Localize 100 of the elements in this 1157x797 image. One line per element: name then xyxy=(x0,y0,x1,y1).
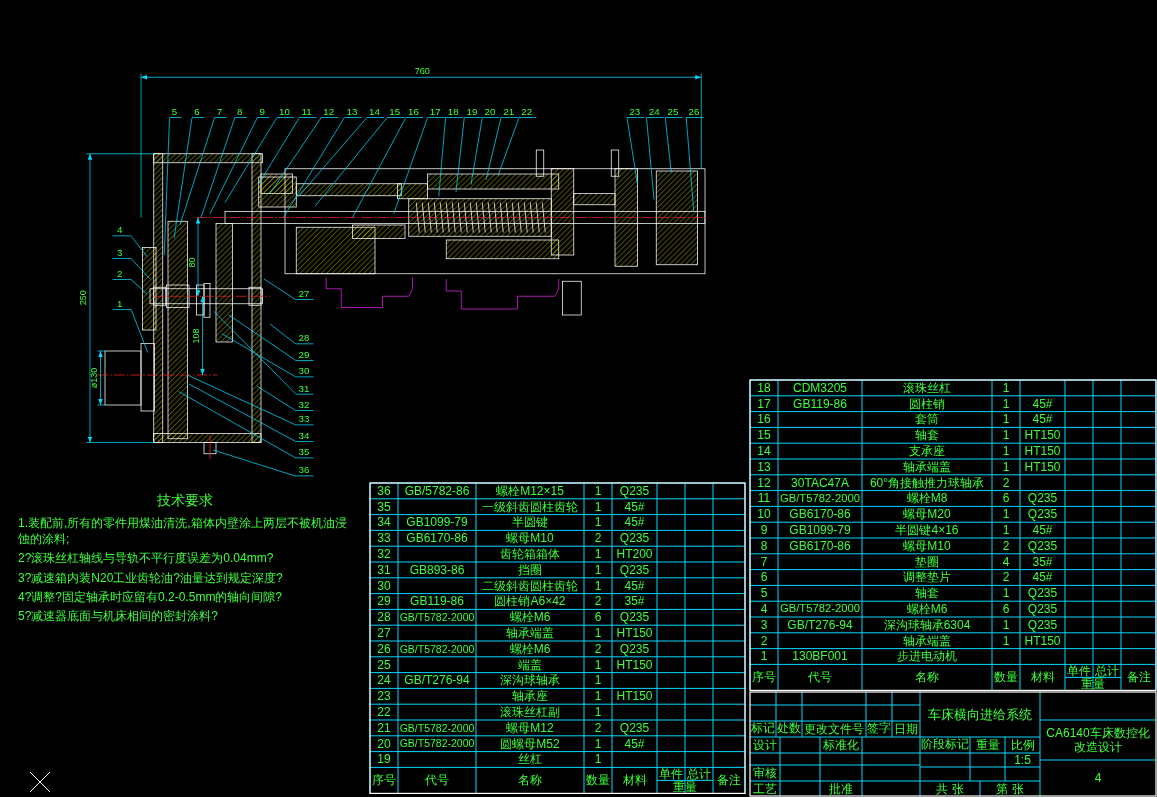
table-cell: 22 xyxy=(377,706,391,719)
table-cell: 圆柱销A6×42 xyxy=(494,595,566,608)
table-cell: 名称 xyxy=(518,774,542,787)
note-text: 3?减速箱内装N20工业齿轮油?油量达到规定深度? xyxy=(18,569,284,586)
note-text: 4?调整?固定轴承时应留有0.2-0.5mm的轴向间隙? xyxy=(18,588,284,605)
table-cell: 60°角接触推力球轴承 xyxy=(869,476,985,489)
table-cell: 17 xyxy=(757,397,771,410)
table-cell: 1 xyxy=(594,627,602,640)
table-cell: 130BF001 xyxy=(792,650,848,663)
table-cell: 支承座 xyxy=(909,445,945,458)
table-cell: 标准化 xyxy=(823,739,859,751)
table-cell: 垫圈 xyxy=(915,555,939,568)
table-cell: 齿轮箱箱体 xyxy=(500,548,560,561)
table-cell: 1 xyxy=(594,563,602,576)
callout-number: 26 xyxy=(686,106,704,118)
table-cell: 轴套 xyxy=(915,587,939,600)
table-cell: 2 xyxy=(1002,539,1010,552)
table-cell: 31 xyxy=(377,563,391,576)
table-cell: 螺栓M6 xyxy=(509,611,551,624)
table-cell: 螺母M20 xyxy=(903,508,951,521)
callout-number: 17 xyxy=(427,106,446,118)
table-cell: 日期 xyxy=(894,723,918,735)
table-cell: 半圆键4×16 xyxy=(895,524,959,537)
table-cell: 签字 xyxy=(867,723,891,735)
table-cell: 21 xyxy=(377,721,391,734)
table-cell: 二级斜齿圆柱齿轮 xyxy=(482,579,578,592)
note-text: 1.装配前,所有的零件用煤油清洗,箱体内壁涂上两层不被机油浸蚀的涂料; xyxy=(18,515,348,548)
table-cell: 19 xyxy=(377,753,391,766)
table-cell: 螺栓M6 xyxy=(906,603,948,616)
table-cell: 螺母M10 xyxy=(506,532,554,545)
table-cell: 备注 xyxy=(717,774,741,787)
table-cell: 1 xyxy=(594,690,602,703)
table-cell: Q235 xyxy=(1027,492,1058,505)
callout-number: 13 xyxy=(344,106,362,118)
table-cell: HT150 xyxy=(616,690,653,703)
table-cell: 单件 xyxy=(1067,664,1091,677)
callout-number: 12 xyxy=(321,106,339,118)
table-cell: 重量 xyxy=(975,739,1000,751)
table-cell: 深沟球轴承 xyxy=(500,674,560,687)
table-cell: 35 xyxy=(377,500,391,513)
table-cell: HT150 xyxy=(616,627,653,640)
table-cell: 1 xyxy=(1002,587,1010,600)
callout-number: 6 xyxy=(192,106,205,118)
table-cell: HT150 xyxy=(1024,429,1061,442)
table-cell: GB/T5782-2000 xyxy=(399,738,475,749)
callout-number: 29 xyxy=(296,349,314,361)
table-cell: 轴承端盖 xyxy=(903,634,951,647)
table-cell: 5 xyxy=(760,587,768,600)
table-cell: Q235 xyxy=(619,563,650,576)
table-cell: 9 xyxy=(760,524,768,537)
table-cell: 2 xyxy=(594,532,602,545)
table-cell: 6 xyxy=(1002,603,1010,616)
table-cell: 1 xyxy=(594,706,602,719)
table-cell: 轴承端盖 xyxy=(506,627,554,640)
table-cell: 轴套 xyxy=(915,429,939,442)
callout-number: 28 xyxy=(296,333,314,345)
callout-number: 21 xyxy=(501,106,519,118)
table-cell: 重量 xyxy=(1081,677,1105,690)
table-cell: 29 xyxy=(377,595,391,608)
table-cell: 1 xyxy=(594,753,602,766)
table-cell: 2 xyxy=(594,595,602,608)
callout-number: 1 xyxy=(112,298,132,310)
table-cell: 4 xyxy=(760,603,768,616)
table-cell: 代号 xyxy=(808,671,832,684)
table-cell: 套筒 xyxy=(915,413,939,426)
table-cell: 2 xyxy=(1002,476,1010,489)
table-cell: 1 xyxy=(594,516,602,529)
table-cell: GB/T276-94 xyxy=(404,674,470,687)
table-cell: 3 xyxy=(760,618,768,631)
table-cell: 车床横向进给系统 xyxy=(928,708,1032,721)
callout-number: 2 xyxy=(112,268,132,280)
callout-number: 25 xyxy=(665,106,683,118)
table-cell: 螺母M12 xyxy=(506,721,554,734)
table-cell: 重量 xyxy=(673,780,697,793)
callout-number: 4 xyxy=(112,225,132,237)
note-text: 5?减速器底面与机床相间的密封涂料? xyxy=(18,607,220,625)
table-cell: 1 xyxy=(1002,524,1010,537)
table-cell: 一级斜齿圆柱齿轮 xyxy=(482,500,578,513)
table-cell: GB/T5782-2000 xyxy=(779,492,861,505)
table-cell: 18 xyxy=(757,381,771,394)
table-cell: 半圆键 xyxy=(512,516,548,529)
table-cell: 24 xyxy=(377,674,391,687)
callout-number: 36 xyxy=(296,465,314,477)
table-cell: 总计 xyxy=(687,767,711,780)
table-cell: 螺栓M12×15 xyxy=(496,484,564,497)
table-cell: 1 xyxy=(1002,397,1010,410)
table-cell: 数量 xyxy=(994,671,1018,684)
table-cell: 6 xyxy=(1002,492,1010,505)
table-cell: 单件 xyxy=(659,767,683,780)
table-cell: 6 xyxy=(760,571,768,584)
table-cell: 45# xyxy=(1032,413,1053,426)
callout-number: 16 xyxy=(405,106,424,118)
table-cell: GB6170-86 xyxy=(406,532,468,545)
callout-number: 35 xyxy=(296,447,314,459)
table-cell: GB6170-86 xyxy=(789,539,851,552)
table-cell: 1 xyxy=(1002,429,1010,442)
table-cell: 27 xyxy=(377,627,391,640)
table-cell: 调整垫片 xyxy=(903,571,951,584)
table-cell: 30TAC47A xyxy=(791,476,849,489)
table-cell: 备注 xyxy=(1126,671,1151,684)
